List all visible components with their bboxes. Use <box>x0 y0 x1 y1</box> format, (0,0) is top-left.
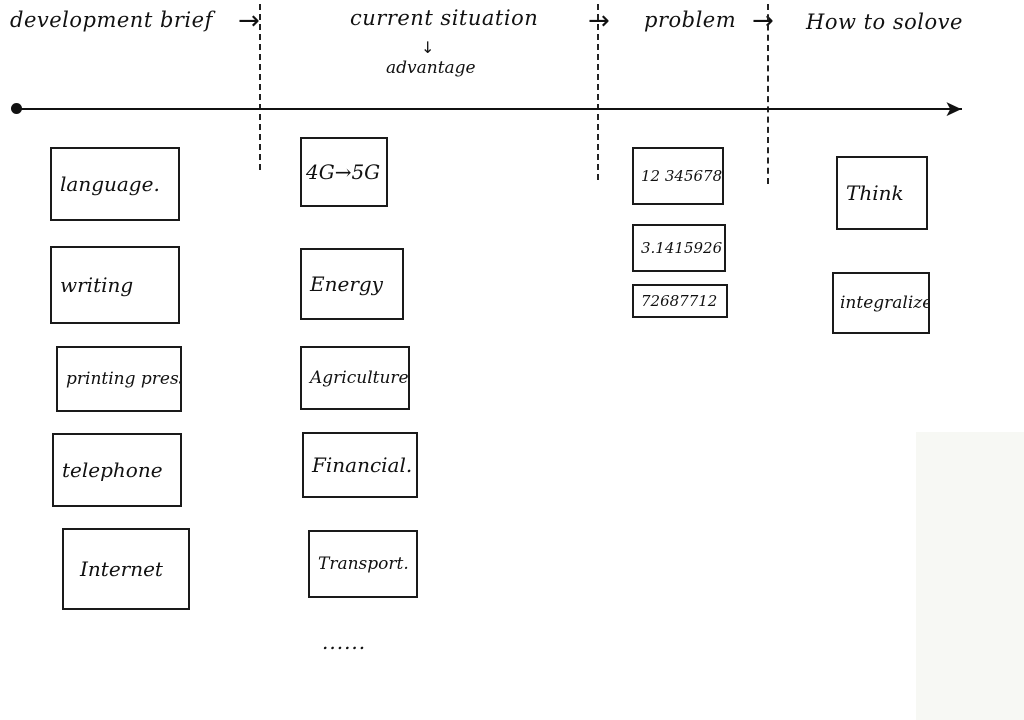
timeline-axis <box>18 108 962 110</box>
box-transport: Transport. <box>308 530 418 598</box>
box-writing: writing <box>50 246 180 324</box>
box-printing-press: printing press <box>56 346 182 412</box>
dashed-separator <box>767 4 769 184</box>
box-problem-2: 3.1415926 <box>632 224 726 272</box>
box-think: Think <box>836 156 928 230</box>
header-current-situation: current situation <box>350 6 539 30</box>
header-development-brief: development brief <box>10 8 213 32</box>
label-advantage: advantage <box>386 58 476 78</box>
timeline-start-dot <box>11 103 22 114</box>
down-arrow-icon: ↓ <box>421 38 435 57</box>
box-integralize: integralize. <box>832 272 930 334</box>
dashed-separator <box>597 4 599 180</box>
paper-shadow <box>916 432 1024 720</box>
box-energy: Energy <box>300 248 404 320</box>
box-problem-3: 72687712 <box>632 284 728 318</box>
box-financial: Financial. <box>302 432 418 498</box>
box-agriculture: Agriculture <box>300 346 410 410</box>
header-how-to-solve: How to solove <box>806 10 963 34</box>
header-problem: problem <box>644 8 737 32</box>
dashed-separator <box>259 4 261 170</box>
right-arrow-icon: → <box>238 6 260 36</box>
box-4g-5g: 4G→5G <box>300 137 388 207</box>
box-telephone: telephone <box>52 433 182 507</box>
box-language: language. <box>50 147 180 221</box>
right-arrow-icon: → <box>752 6 774 36</box>
ellipsis-more: ...... <box>322 630 367 654</box>
box-problem-1: 12 345678 <box>632 147 724 205</box>
box-internet: Internet <box>62 528 190 610</box>
